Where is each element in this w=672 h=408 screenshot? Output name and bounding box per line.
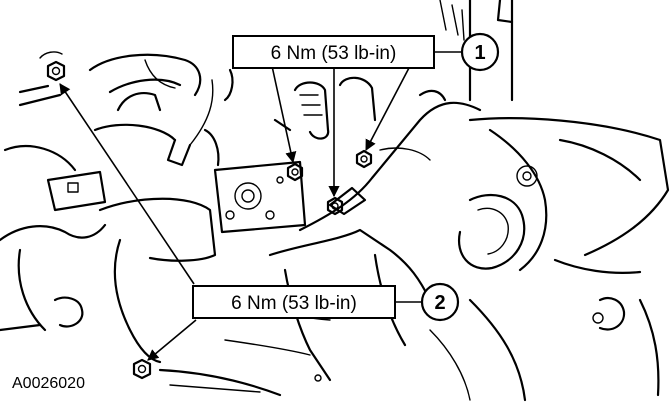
figure-id: A0026020 [12, 375, 85, 392]
hex-nut-icon [39, 51, 66, 82]
hex-nut-icon [132, 358, 152, 380]
callout-1-torque-label: 6 Nm (53 lb-in) [271, 43, 397, 64]
callout-1-arrows [271, 65, 411, 198]
callout-2-torque-box [192, 285, 396, 319]
hex-nut-icon [355, 149, 373, 169]
callout-2-number-circle [420, 282, 460, 322]
callout-2-torque-label: 6 Nm (53 lb-in) [231, 293, 357, 314]
callout-1: 6 Nm (53 lb-in) 1 [232, 32, 500, 72]
callout-1-number-circle [460, 32, 500, 72]
callout-1-torque-box [232, 35, 435, 69]
callout-1-number: 1 [474, 42, 485, 64]
callout-2: 6 Nm (53 lb-in) 2 [192, 282, 460, 322]
callout-2-arrows [59, 83, 197, 361]
hex-nut-icon [286, 162, 304, 182]
callout-2-number: 2 [434, 292, 445, 314]
hex-nut-icon [326, 196, 344, 216]
